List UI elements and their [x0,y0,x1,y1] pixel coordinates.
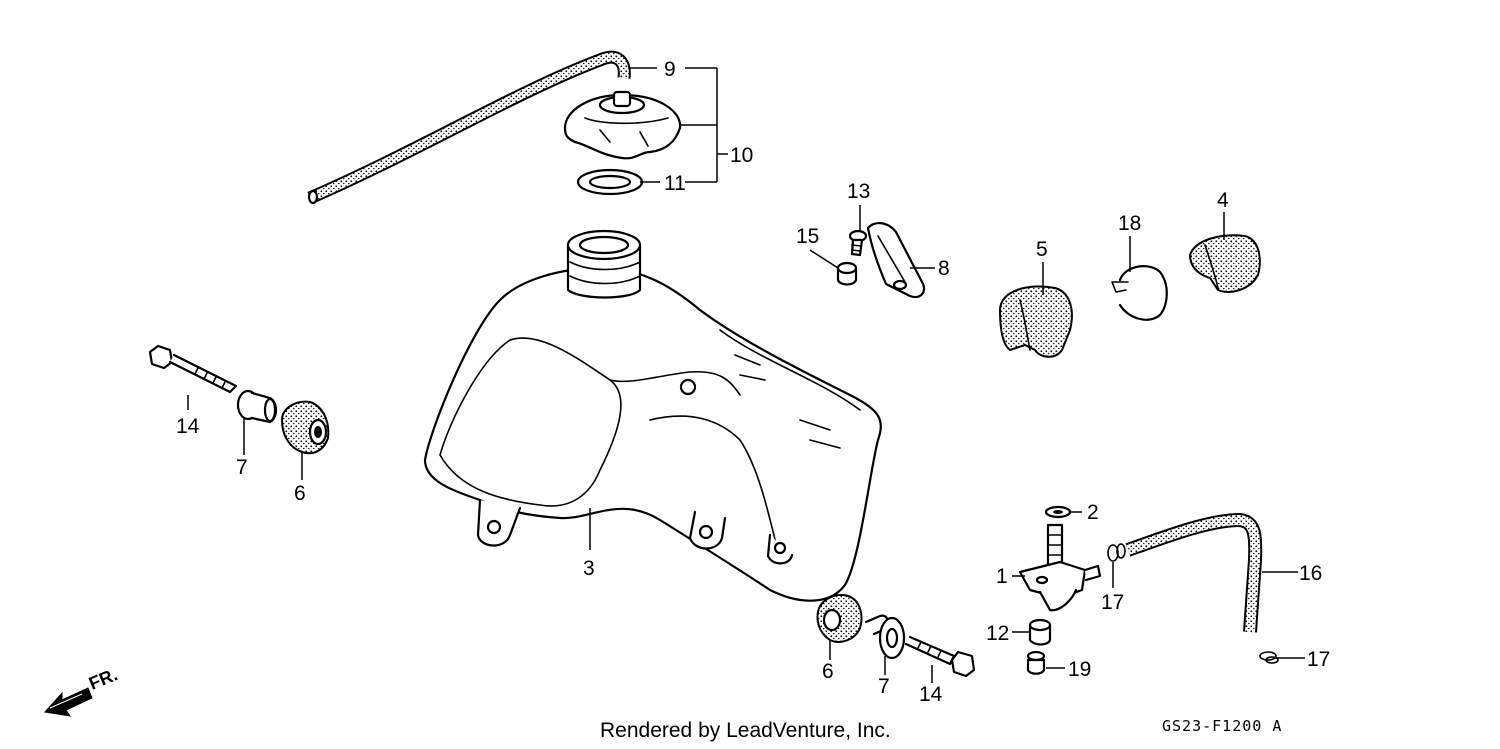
bracket [866,222,926,299]
label-16: 16 [1299,562,1322,585]
bolt-left [148,344,238,394]
collar-right [864,614,906,660]
leader-lines [187,67,1305,683]
washer [1044,505,1072,519]
label-3: 3 [583,557,595,580]
label-7-left: 7 [236,456,248,479]
label-7-right: 7 [878,675,890,698]
label-5: 5 [1036,238,1048,261]
rubber-cushion-4 [1188,234,1261,293]
fuel-cap [563,90,682,160]
cap-gasket [576,168,644,196]
label-14-right: 14 [919,683,943,706]
footer-credit: Rendered by LeadVenture, Inc. [600,719,891,742]
label-17-lower: 17 [1307,648,1330,671]
band-clip [1111,265,1168,321]
screw [848,229,868,257]
label-8: 8 [938,257,950,280]
front-direction-marker: FR. [44,664,120,717]
fuel-valve [1018,523,1102,612]
label-11: 11 [664,172,686,195]
label-12: 12 [986,622,1009,645]
fuel-hose [1125,512,1263,633]
bolt-right [904,635,976,678]
diagram-code: GS23-F1200 A [1162,717,1282,735]
front-marker-text: FR. [86,664,120,693]
part-labels: 9 10 11 3 13 15 8 5 18 4 14 7 6 6 7 14 2… [176,58,1330,706]
drain-plug [1026,650,1046,675]
filter-cup [1028,618,1052,646]
label-6-right: 6 [822,660,834,683]
fuel-tank [423,229,882,602]
label-14-left: 14 [176,415,200,438]
collar [836,261,858,286]
rubber-grommet-right [816,594,863,643]
label-9: 9 [664,58,676,81]
label-6-left: 6 [294,482,306,505]
rubber-cushion-5 [998,285,1073,358]
label-4: 4 [1217,189,1229,212]
label-1: 1 [996,565,1008,588]
label-19: 19 [1068,658,1091,681]
rubber-grommet-left [280,400,330,455]
label-2: 2 [1087,501,1099,524]
breather-hose [307,50,631,205]
label-18: 18 [1118,212,1141,235]
hose-clip-lower [1259,651,1279,664]
hose-clip-upper [1107,543,1126,562]
label-13: 13 [847,180,870,203]
label-15: 15 [796,225,819,248]
label-10: 10 [730,144,753,167]
label-17-upper: 17 [1101,591,1124,614]
collar-left [236,389,278,424]
